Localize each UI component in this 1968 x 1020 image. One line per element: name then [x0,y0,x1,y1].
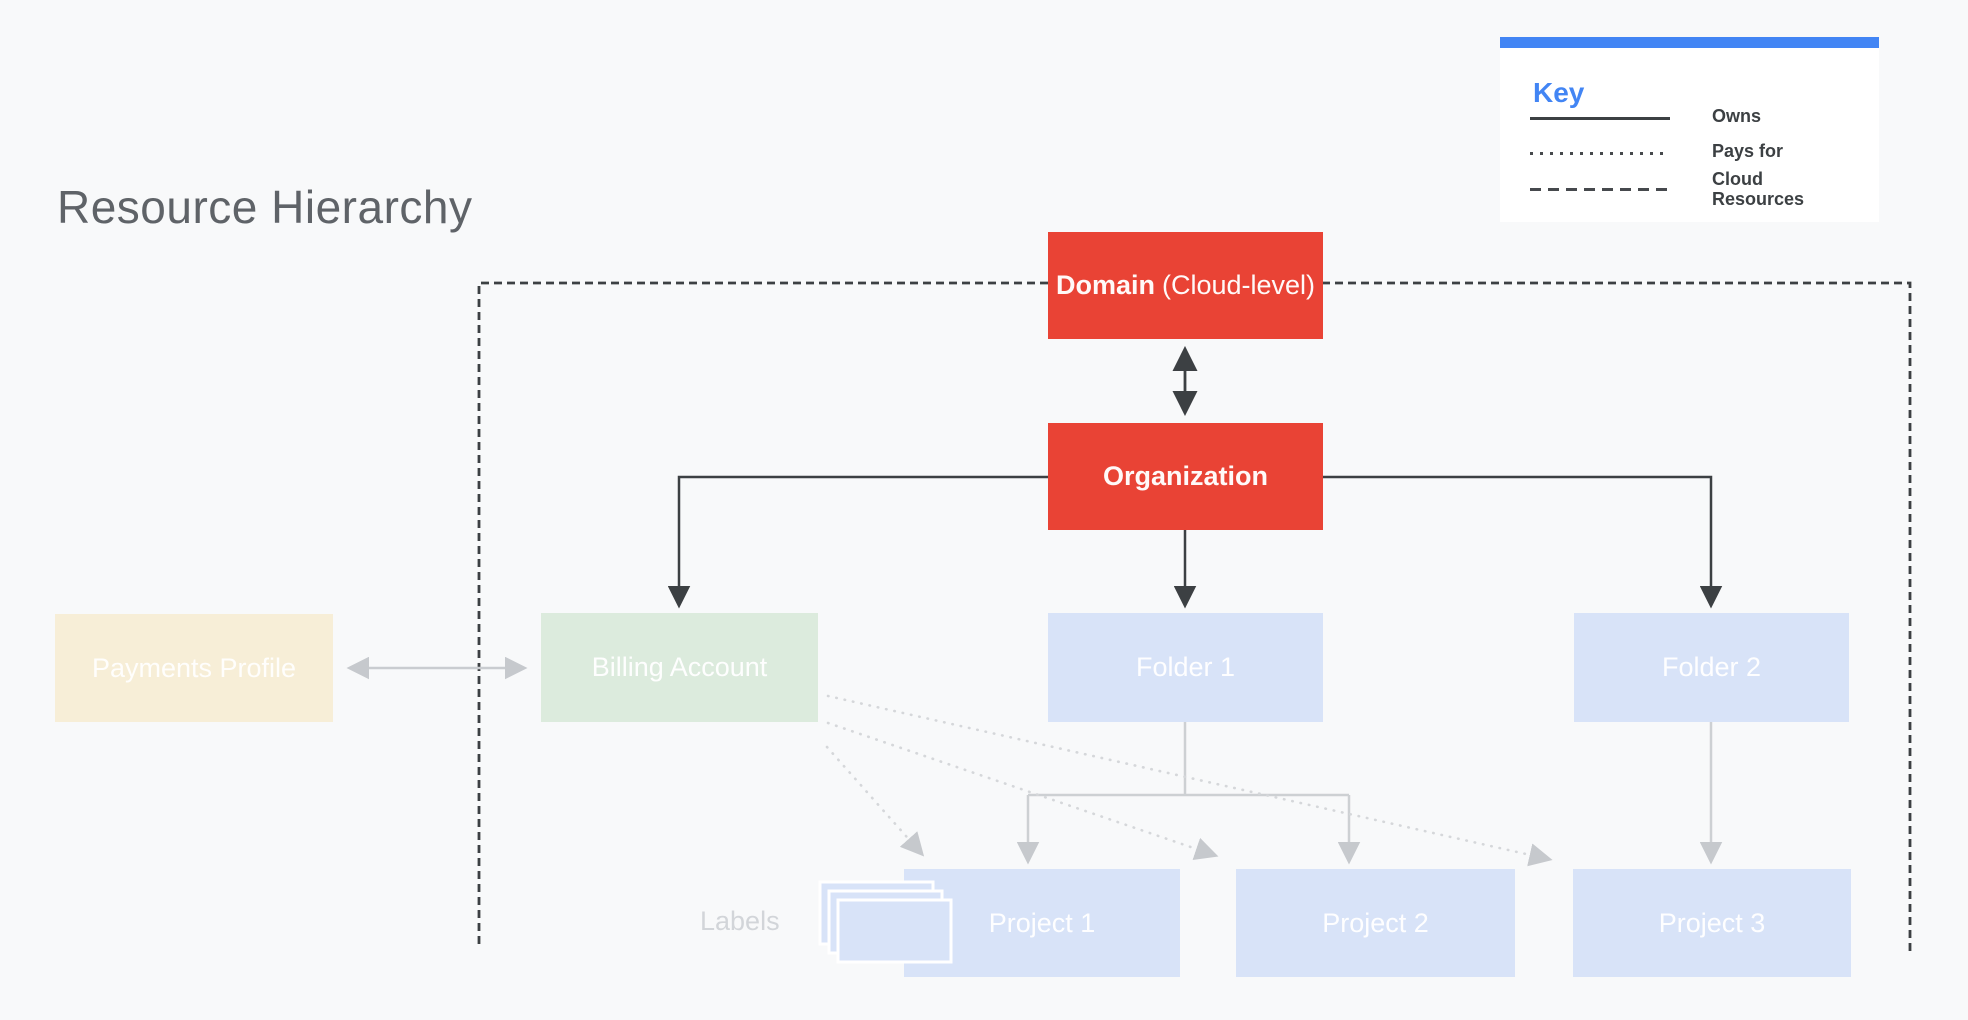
legend-solid-line-sample [1530,117,1670,120]
cloud-resources-boundary [477,281,1912,953]
pays-for-line-project2 [826,721,1219,861]
node-folder-2: Folder 2 [1574,613,1849,722]
legend-accent-bar [1500,37,1879,48]
labels-stack-icon [818,880,953,964]
node-organization-label: Organization [1102,461,1268,491]
node-folder-2-label: Folder 2 [1661,652,1762,682]
node-project-3: Project 3 [1573,869,1851,977]
page-title: Resource Hierarchy [57,181,473,233]
node-organization: Organization [1048,423,1323,530]
node-project-1-label: Project 1 [988,907,1096,938]
organization-billing-connector [667,475,1048,609]
node-folder-1: Folder 1 [1048,613,1323,722]
labels-caption: Labels [700,906,780,936]
legend-dashed-line-sample [1530,188,1670,191]
node-project-2: Project 2 [1236,869,1515,977]
legend-item-label-owns: Owns [1712,106,1762,126]
legend-dotted-line-sample [1530,152,1670,155]
node-payments-profile: Payments Profile [55,614,333,722]
node-project-3-label: Project 3 [1658,907,1766,938]
node-payments-profile-label: Payments Profile [91,652,297,683]
legend-item-label-cloud-resources: Cloud Resources [1712,169,1805,209]
pays-for-line-project1 [825,745,925,857]
legend-key: Key Owns Pays for Cloud Resources [1500,37,1879,222]
node-project-2-label: Project 2 [1322,907,1429,938]
folder1-projects-tree [1028,722,1349,797]
legend-title: Key [1533,77,1585,108]
node-domain: Domain (Cloud-level) [1048,232,1323,339]
organization-folder2-connector [1322,475,1723,609]
node-domain-label: Domain [1055,270,1155,300]
node-folder-1-label: Folder 1 [1135,652,1236,682]
node-domain-sublabel: (Cloud-level) [1161,270,1316,300]
node-billing-account: Billing Account [541,613,818,722]
legend-item-label-pays-for: Pays for [1712,141,1784,161]
node-billing-account-label: Billing Account [591,652,768,682]
